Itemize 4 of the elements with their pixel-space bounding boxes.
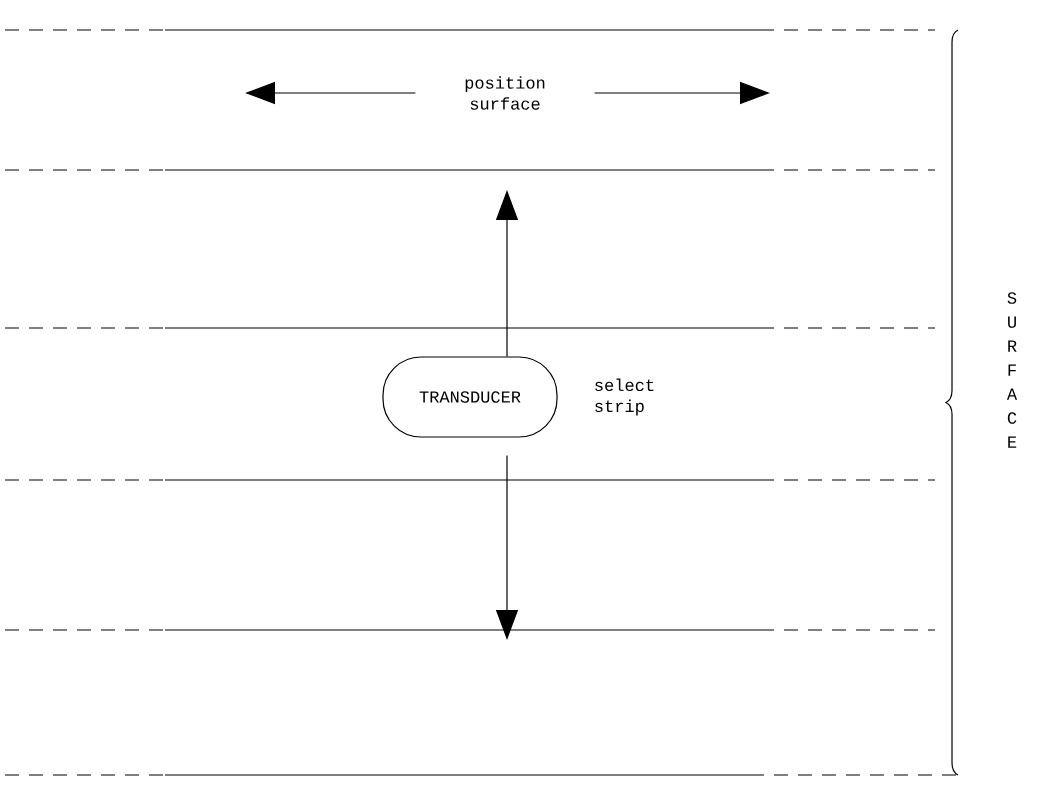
vertical-label: SURFACE: [1006, 292, 1018, 448]
caption-text: select strip: [595, 378, 654, 416]
transducer-box: TRANSDUCER: [382, 356, 558, 438]
label-text: position surface: [465, 76, 545, 110]
